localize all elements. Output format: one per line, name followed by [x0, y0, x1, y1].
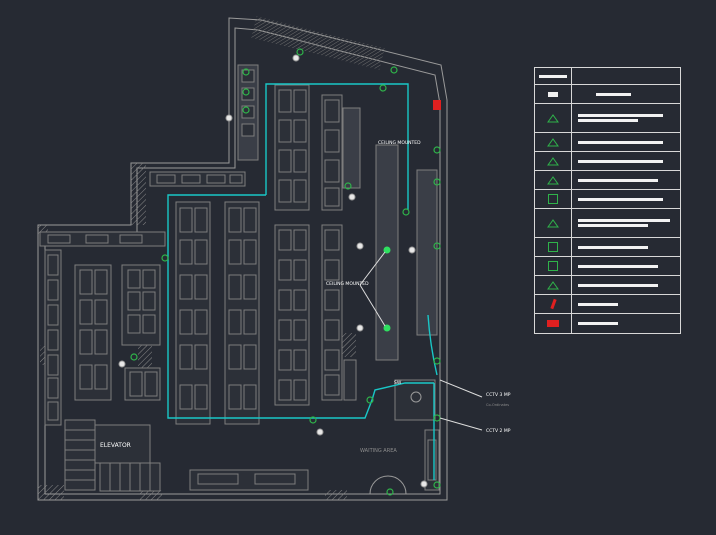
waiting-benches	[189, 469, 309, 491]
camera-box-icon	[535, 85, 572, 103]
dome-camera-icon	[535, 171, 572, 189]
wall-hatch-br	[325, 490, 347, 500]
legend-row-7	[535, 209, 680, 238]
legend-row-11	[535, 295, 680, 314]
ceiling-device-2	[383, 324, 391, 332]
access-point-icon	[535, 257, 572, 275]
ceiling-mounted-label-1: CEILING MOUNTED	[378, 140, 421, 146]
upper-gondolas	[274, 84, 343, 211]
wall-hatch-col3	[38, 225, 48, 235]
legend-header	[535, 68, 680, 85]
cctv-note-top: Co-Ordinates	[486, 403, 509, 407]
sw-label: SW	[394, 380, 402, 386]
dome-camera-icon	[535, 152, 572, 170]
cable-route	[167, 83, 438, 480]
leader-1	[359, 251, 386, 286]
ceiling-device-1	[383, 246, 391, 254]
legend-row-2	[535, 104, 680, 133]
legend-row-12	[535, 314, 680, 333]
legend-panel	[534, 67, 681, 334]
cctv-label-top: CCTV 3 MP	[486, 392, 511, 398]
cashier-chair	[410, 391, 422, 403]
legend-row-6	[535, 190, 680, 209]
leader-2	[359, 284, 386, 327]
dome-camera-icon	[535, 133, 572, 151]
wall-hatch-col2	[342, 333, 356, 357]
display-unit-1	[342, 107, 361, 189]
elevator-area	[64, 419, 161, 492]
leader-3	[439, 379, 483, 398]
center-gondolas	[175, 201, 357, 425]
wall-hatch-left	[131, 163, 146, 225]
leader-4	[439, 417, 483, 431]
fixtures	[118, 54, 428, 488]
speaker-icon	[535, 276, 572, 294]
ceiling-mounted-label-2: CEILING MOUNTED	[326, 281, 369, 287]
outlet-icon	[535, 190, 572, 208]
legend-row-3	[535, 133, 680, 152]
legend-row-8	[535, 238, 680, 257]
panel-icon	[535, 314, 572, 333]
left-gondolas	[74, 264, 161, 401]
dome-camera-icon	[535, 104, 572, 132]
entrance-door	[369, 475, 407, 495]
cashier-counter	[394, 379, 440, 491]
top-shelf	[149, 171, 246, 187]
legend-row-1	[535, 85, 680, 104]
wall-hatch-bm	[140, 490, 162, 500]
legend-row-5	[535, 171, 680, 190]
left-top-shelf	[39, 231, 166, 247]
display-unit-3	[416, 169, 438, 336]
left-wall-shelf	[44, 249, 62, 426]
wall-hatch-col1	[138, 345, 152, 369]
legend-row-10	[535, 276, 680, 295]
fire-alarm-legend-icon	[535, 295, 572, 313]
fire-alarm-icon	[433, 100, 441, 110]
legend-row-9	[535, 257, 680, 276]
nvr-icon	[535, 238, 572, 256]
legend-header-desc	[572, 68, 680, 84]
elevator-label: ELEVATOR	[100, 442, 131, 449]
wall-hatch-top	[251, 16, 385, 70]
wall-hatch-bl	[38, 485, 64, 500]
waiting-area-label: WAITING AREA	[360, 448, 397, 454]
legend-row-4	[535, 152, 680, 171]
ptz-camera-icon	[535, 209, 572, 237]
devices	[130, 48, 441, 496]
cctv-label-bottom: CCTV 2 MP	[486, 428, 511, 434]
legend-header-symbol	[535, 68, 572, 84]
